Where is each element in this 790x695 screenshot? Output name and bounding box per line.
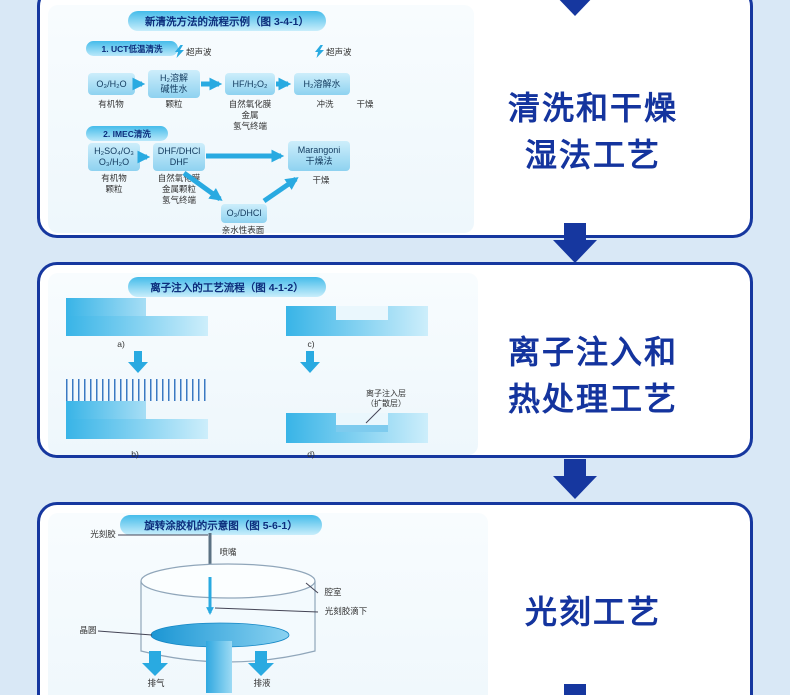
process-step-box: H₂SO₄/O₃ O₃/H₂O — [88, 143, 140, 171]
drip-label: 光刻胶滴下 — [324, 606, 368, 616]
diagram-title: 旋转涂胶机的示意图（图 5-6-1） — [120, 515, 322, 535]
target-label: 颗粒 — [165, 99, 183, 109]
arrow-stem — [564, 223, 586, 240]
leader-line — [305, 582, 319, 594]
lightning-icon — [315, 45, 324, 58]
uct-badge: 1. UCT低温清洗 — [86, 41, 178, 56]
heading-line: 热处理工艺 — [507, 381, 678, 417]
arrow-head — [553, 0, 597, 16]
drain-label: 排液 — [253, 678, 271, 688]
ultrasonic-label-right: 超声波 — [315, 45, 352, 58]
flow-arrow-top-icon — [553, 0, 597, 16]
ion-implant-diagram: 离子注入的工艺流程（图 4-1-2） a) b) c) 离 — [48, 273, 478, 459]
arrow-head — [300, 362, 320, 373]
subfigure-label: a) — [117, 339, 125, 349]
implant-layer-label: 离子注入层 （扩散层） — [366, 389, 406, 409]
diagram-title: 离子注入的工艺流程（图 4-1-2） — [128, 277, 326, 297]
flow-arrow-icon — [262, 176, 299, 204]
hydrophilic-label: 亲水性表面 — [221, 225, 265, 235]
chamber-rim-shape — [140, 563, 316, 599]
arrow-head — [553, 476, 597, 499]
spin-coater-diagram: 旋转涂胶机的示意图（图 5-6-1） 光刻胶 喷嘴 腔室 光刻胶滴下 晶圆 排气… — [48, 513, 488, 695]
imec-badge: 2. IMEC清洗 — [86, 126, 168, 141]
subfigure-label: d) — [307, 449, 315, 459]
implant-layer-shape — [336, 425, 388, 432]
arrow-stem — [306, 351, 314, 362]
ion-beam-lines — [66, 379, 208, 401]
dry-label: 干燥 — [312, 175, 330, 185]
heading-line: 离子注入和 — [507, 334, 678, 370]
target-label: 有机物 颗粒 — [101, 173, 127, 195]
arrow-head — [553, 240, 597, 263]
nozzle-label: 喷嘴 — [219, 547, 237, 557]
lightning-icon — [175, 45, 184, 58]
spin-coater-shapes — [97, 533, 319, 695]
section-heading: 清洗和干燥 湿法工艺 — [473, 85, 713, 179]
drain-arrow-icon — [248, 651, 274, 676]
trench-shape — [336, 306, 388, 320]
arrow-head — [128, 362, 148, 373]
wafer-shape — [150, 622, 290, 648]
panel-cleaning: 新清洗方法的流程示例（图 3-4-1） 1. UCT低温清洗 超声波 超声波 O… — [37, 0, 753, 238]
chamber-body-shape — [140, 581, 316, 663]
arrow-stem — [564, 684, 586, 695]
arrow-stem — [134, 351, 142, 362]
section-heading: 光刻工艺 — [473, 589, 713, 636]
spindle-shape — [206, 641, 232, 693]
subfigure-label: b) — [131, 449, 139, 459]
ultrasonic-text: 超声波 — [186, 46, 212, 57]
mask-block-shape — [66, 401, 146, 419]
process-step-box: DHF/DHCl DHF — [153, 143, 205, 171]
cleaning-flow-diagram: 新清洗方法的流程示例（图 3-4-1） 1. UCT低温清洗 超声波 超声波 O… — [48, 5, 474, 235]
ultrasonic-text: 超声波 — [326, 46, 352, 57]
process-step-box: O₃/DHCl — [221, 204, 267, 223]
ultrasonic-label-left: 超声波 — [175, 45, 212, 58]
heading-line: 光刻工艺 — [524, 594, 661, 630]
chamber-label: 腔室 — [324, 587, 342, 597]
process-step-box: H₂溶解 碱性水 — [148, 70, 200, 98]
target-label: 有机物 — [98, 99, 124, 109]
panel-litho: 旋转涂胶机的示意图（图 5-6-1） 光刻胶 喷嘴 腔室 光刻胶滴下 晶圆 排气… — [37, 502, 753, 695]
arrow-stem — [564, 459, 586, 476]
exhaust-label: 排气 — [147, 678, 165, 688]
leader-line — [214, 607, 319, 613]
flow-arrow-bottom-icon — [553, 684, 597, 695]
flow-arrow-icon — [553, 459, 597, 499]
heading-line: 湿法工艺 — [524, 137, 661, 173]
process-step-box: Marangoni 干燥法 — [288, 141, 350, 171]
target-label: 自然氧化膜 金属颗粒 氢气终端 — [157, 173, 201, 206]
panel-implant: 离子注入的工艺流程（图 4-1-2） a) b) c) 离 — [37, 262, 753, 459]
section-heading: 离子注入和 热处理工艺 — [473, 329, 713, 423]
process-step-box: H₂溶解水 — [294, 73, 350, 95]
process-step-box: HF/H₂O₂ — [225, 73, 275, 95]
down-arrow-icon — [128, 351, 148, 373]
substrate-shape — [66, 316, 208, 336]
photoresist-label: 光刻胶 — [90, 529, 116, 539]
heading-line: 清洗和干燥 — [507, 90, 678, 126]
wafer-label: 晶圆 — [79, 625, 97, 635]
flow-arrow-icon — [553, 223, 597, 263]
exhaust-arrow-icon — [142, 651, 168, 676]
rinse-label: 冲洗 — [316, 99, 334, 109]
down-arrow-icon — [300, 351, 320, 373]
leader-line — [97, 630, 153, 636]
dry-label: 干燥 — [356, 99, 374, 109]
substrate-shape — [66, 419, 208, 439]
diagram-title: 新清洗方法的流程示例（图 3-4-1） — [128, 11, 326, 31]
trench-shape — [336, 413, 388, 425]
process-step-box: O₃/H₂O — [88, 73, 135, 95]
mask-block-shape — [66, 298, 146, 316]
target-label: 自然氧化膜 金属 氢气终端 — [228, 99, 272, 132]
subfigure-label: c) — [307, 339, 315, 349]
